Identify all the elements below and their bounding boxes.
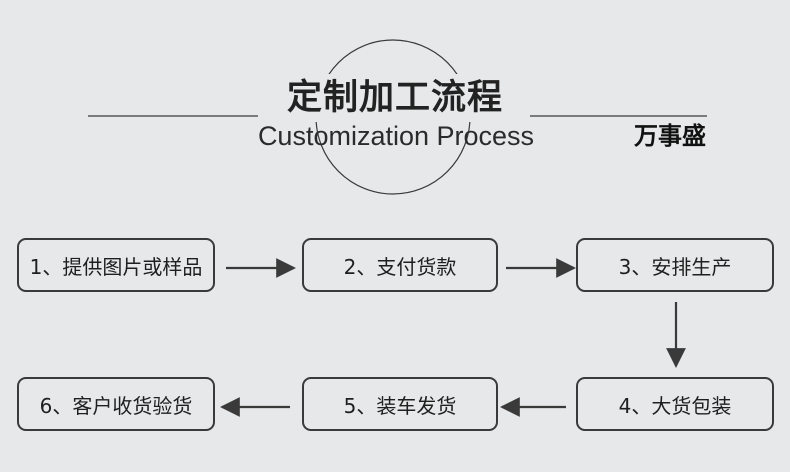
step-arrange-production: 3、安排生产 <box>576 238 774 292</box>
step-provide-samples: 1、提供图片或样品 <box>17 238 215 292</box>
step-payment: 2、支付货款 <box>302 238 498 292</box>
step-customer-inspection: 6、客户收货验货 <box>17 377 215 431</box>
title-chinese: 定制加工流程 <box>270 74 520 122</box>
title-english: Customization Process <box>257 121 535 151</box>
step-shipping: 5、装车发货 <box>302 377 498 431</box>
step-bulk-packing: 4、大货包装 <box>576 377 774 431</box>
brand-name: 万事盛 <box>634 122 706 150</box>
